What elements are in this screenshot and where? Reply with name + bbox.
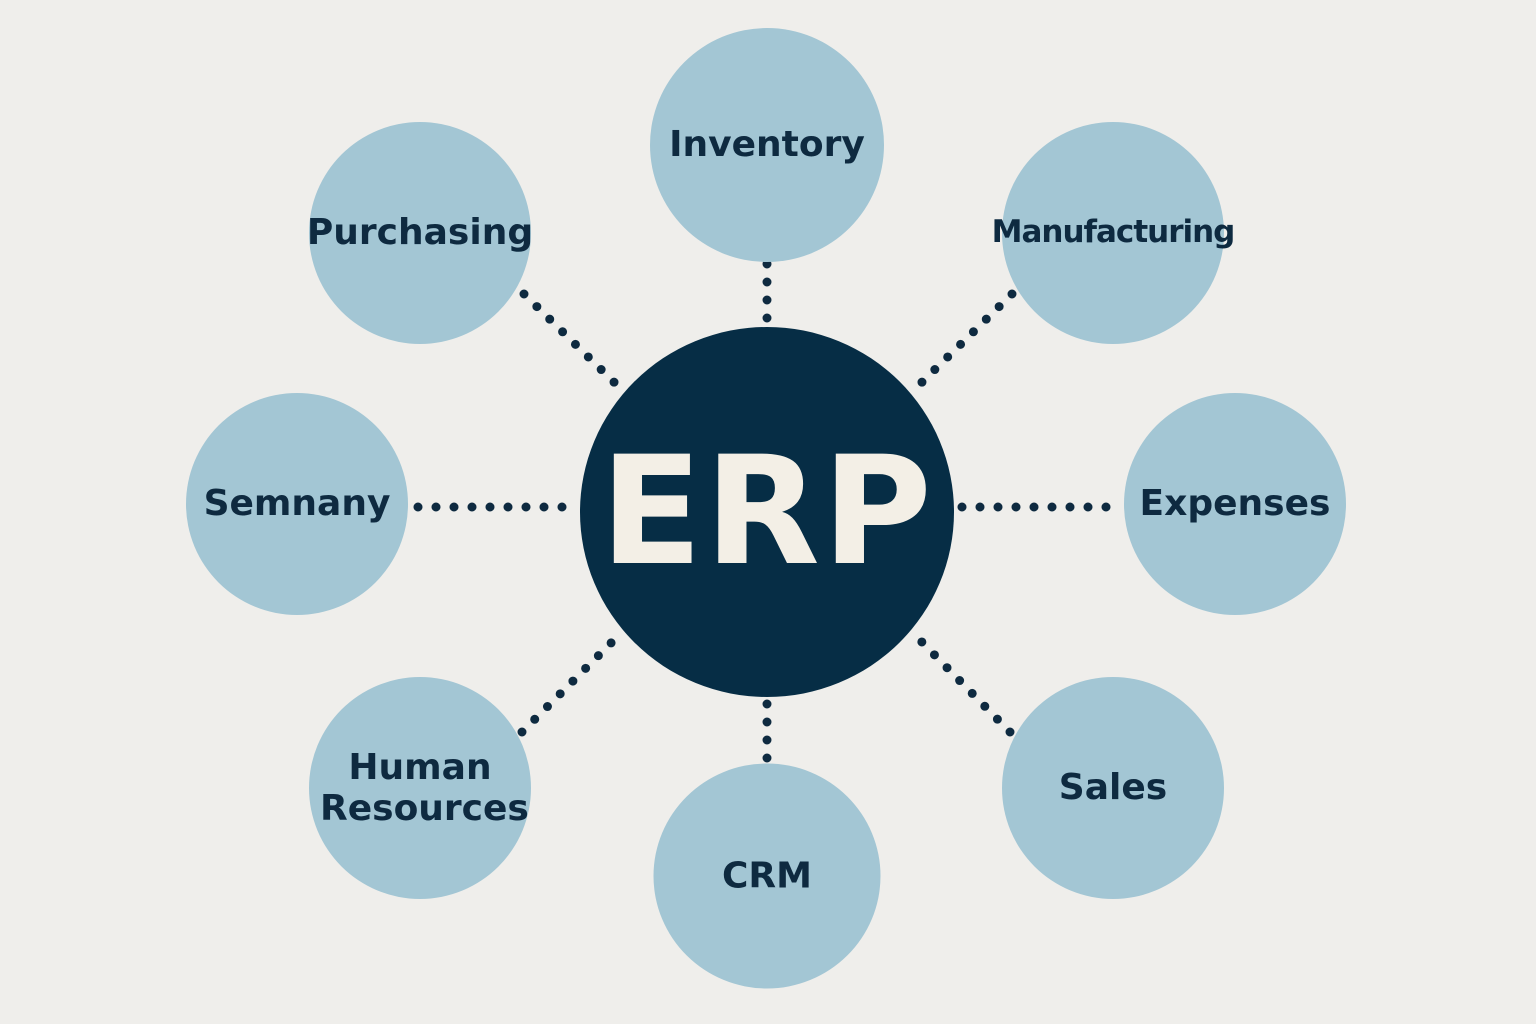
connector-purchasing bbox=[519, 289, 625, 393]
erp-label: ERP bbox=[600, 424, 934, 599]
module-label: Human Resources bbox=[320, 746, 529, 829]
module-label: Semnany bbox=[203, 483, 391, 525]
module-label: Expenses bbox=[1139, 483, 1331, 525]
module-label: Purchasing bbox=[306, 212, 534, 254]
erp-center-node: ERP bbox=[580, 327, 954, 697]
module-expenses: Expenses bbox=[1124, 393, 1346, 615]
module-label: Inventory bbox=[669, 124, 865, 166]
module-label: Manufacturing bbox=[991, 214, 1236, 251]
module-semnany: Semnany bbox=[186, 393, 408, 615]
module-human-resources: Human Resources bbox=[309, 677, 531, 899]
module-label: Sales bbox=[1058, 767, 1168, 809]
connector-sales bbox=[911, 631, 1015, 737]
connector-manufacturing bbox=[911, 289, 1017, 393]
module-purchasing: Purchasing bbox=[306, 122, 534, 344]
module-inventory: Inventory bbox=[650, 28, 884, 262]
module-manufacturing: Manufacturing bbox=[992, 122, 1235, 344]
module-sales: Sales bbox=[1002, 677, 1224, 899]
connector-human-resources bbox=[517, 631, 623, 737]
module-crm: CRM bbox=[653, 763, 881, 989]
module-label: CRM bbox=[722, 855, 812, 897]
